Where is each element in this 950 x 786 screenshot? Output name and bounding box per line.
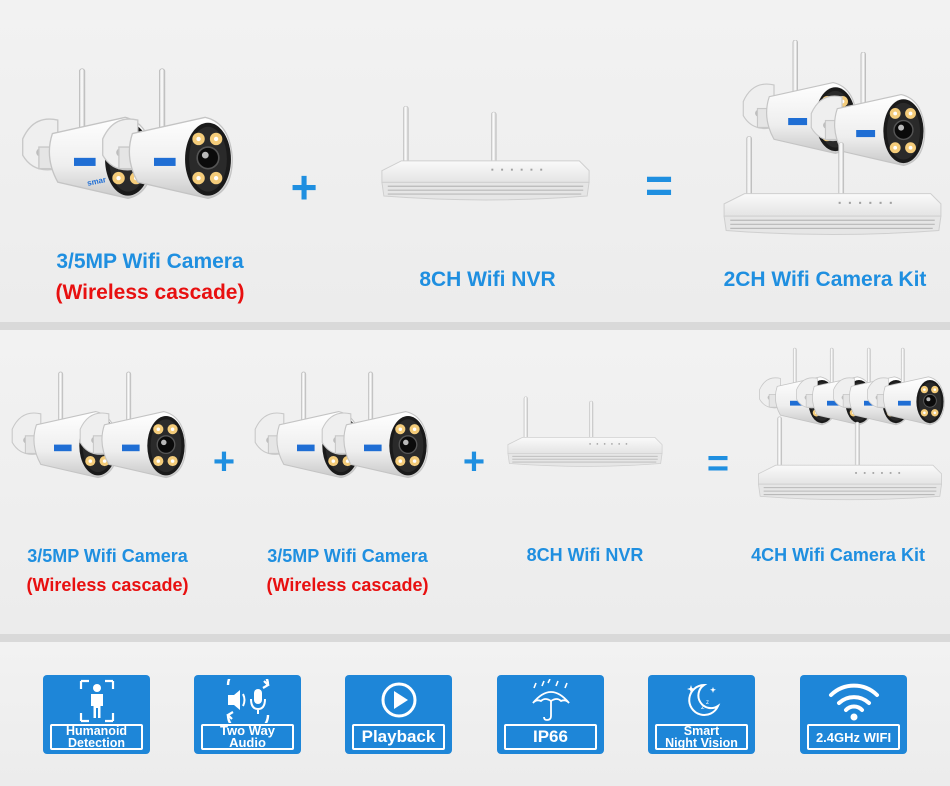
nvr-image	[380, 104, 591, 202]
camera1-sublabel: (Wireless cascade)	[26, 575, 189, 595]
feature-label-line1: Smart	[683, 724, 720, 738]
feature-label-line2: Night Vision	[665, 736, 738, 750]
camera1-label: 3/5MP Wifi Camera	[27, 546, 188, 566]
feature-label-line1: Humanoid	[65, 724, 128, 738]
camera-label: 3/5MP Wifi Camera	[56, 250, 244, 273]
feature-label-line2: Audio	[229, 735, 266, 750]
nvr-label: 8CH Wifi NVR	[419, 268, 556, 291]
camera1-image-right	[79, 371, 187, 479]
nvr-image-2	[507, 395, 663, 468]
svg-text:z: z	[706, 700, 709, 706]
feature-label: IP66	[533, 727, 568, 746]
camera-image-right	[101, 68, 234, 200]
kit4-label: 4CH Wifi Camera Kit	[751, 545, 925, 565]
feature-label: 2.4GHz WIFI	[815, 729, 892, 745]
camera2-image-right	[321, 371, 429, 479]
umbrella-rain-icon	[531, 679, 570, 721]
features-panel	[0, 642, 950, 786]
kit4-nvr-image	[757, 416, 943, 501]
equals-sign-2: =	[706, 443, 730, 485]
wifi-icon	[828, 683, 879, 721]
camera2-label: 3/5MP Wifi Camera	[267, 546, 428, 566]
camera-sublabel: (Wireless cascade)	[55, 281, 245, 304]
feature-two-way-audio: Two Way Audio	[194, 675, 301, 754]
feature-ip66: IP66	[497, 675, 604, 754]
feature-label-line2: Detection	[68, 736, 125, 750]
humanoid-icon	[79, 679, 114, 723]
plus-sign: +	[290, 161, 318, 213]
nvr-label-2: 8CH Wifi NVR	[526, 545, 644, 565]
equals-sign: =	[644, 160, 674, 213]
feature-smart-night-vision: z z Smart Night Vision	[648, 675, 755, 754]
plus-sign-2: +	[462, 441, 486, 483]
feature-wifi: 2.4GHz WIFI	[800, 675, 907, 754]
svg-text:z: z	[701, 704, 705, 711]
plus-sign-1: +	[212, 441, 236, 483]
kit-nvr-image	[723, 135, 942, 236]
camera2-sublabel: (Wireless cascade)	[266, 575, 429, 595]
kit-label: 2CH Wifi Camera Kit	[723, 268, 927, 291]
feature-label: Playback	[361, 727, 436, 746]
moon-stars-icon: z z	[686, 683, 720, 716]
feature-humanoid-detection: Humanoid Detection	[43, 675, 150, 754]
playback-icon	[381, 682, 416, 718]
two-way-audio-icon	[225, 679, 270, 723]
feature-playback: Playback	[345, 675, 452, 754]
feature-label-line1: Two Way	[220, 723, 275, 738]
